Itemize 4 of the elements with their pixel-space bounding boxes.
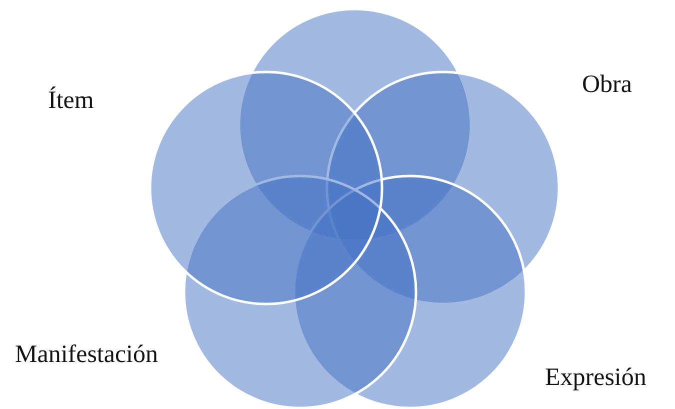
circle-label: Manifestación (15, 342, 158, 367)
circle-label: Expresión (545, 365, 646, 390)
circle-label: Ítem (48, 88, 94, 113)
circle-label: Obra (582, 72, 632, 97)
